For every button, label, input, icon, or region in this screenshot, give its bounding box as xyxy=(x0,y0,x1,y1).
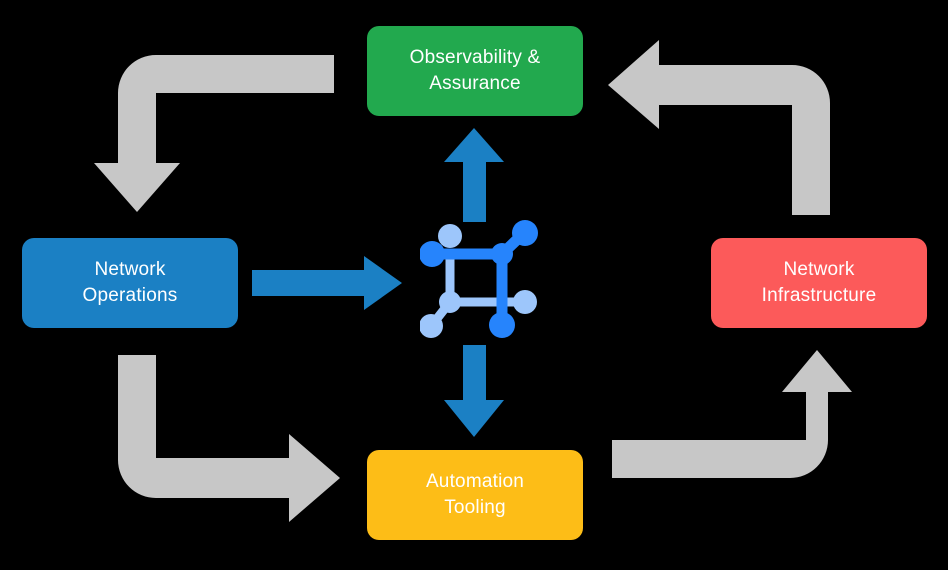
connector-ops-to-center xyxy=(252,256,402,310)
node-network-infrastructure-label: Network Infrastructure xyxy=(761,259,877,306)
node-observability-label: Observability & Assurance xyxy=(409,47,541,94)
node-network-operations-label: Network Operations xyxy=(82,259,178,306)
node-network-operations[interactable]: Network Operations xyxy=(22,238,238,328)
connector-observability-to-ops xyxy=(94,55,334,212)
connector-automation-to-infrastructure xyxy=(612,350,852,478)
network-topology-icon xyxy=(420,220,538,338)
connector-center-to-automation xyxy=(444,345,504,437)
node-observability-assurance[interactable]: Observability & Assurance xyxy=(367,26,583,116)
connector-infrastructure-to-observability xyxy=(608,40,830,215)
node-automation-tooling[interactable]: Automation Tooling xyxy=(367,450,583,540)
node-automation-tooling-label: Automation Tooling xyxy=(425,471,525,518)
node-network-infrastructure[interactable]: Network Infrastructure xyxy=(711,238,927,328)
connector-center-to-observability xyxy=(444,128,504,222)
connector-ops-to-automation xyxy=(118,355,340,522)
